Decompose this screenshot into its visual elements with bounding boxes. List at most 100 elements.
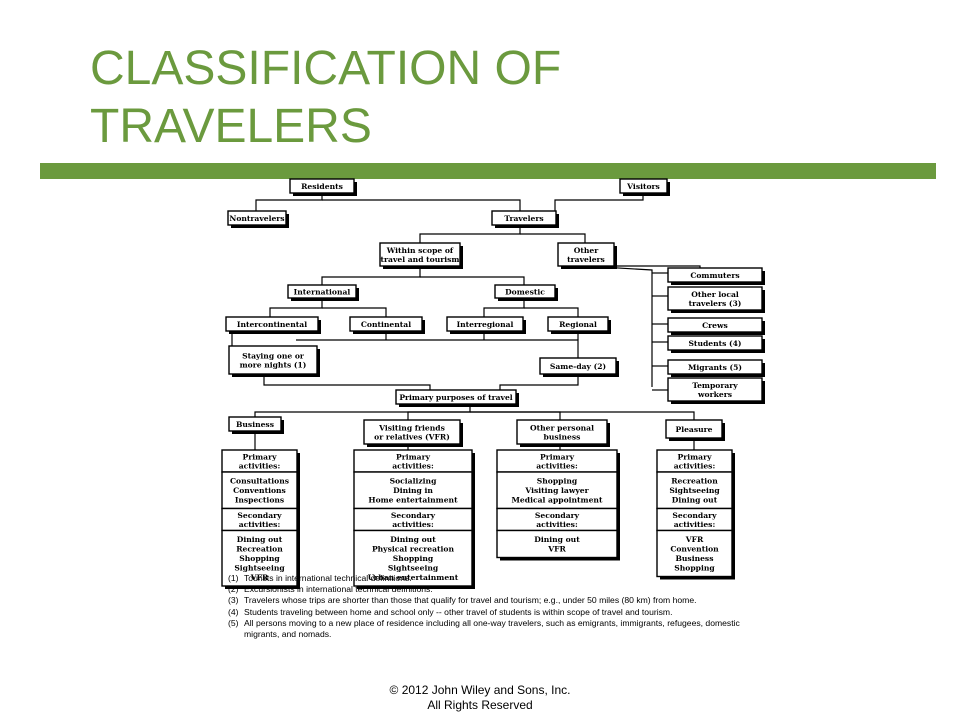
visitors-box-label: Visitors [626,182,660,191]
vfr-secondary-activities-box-label: Urban entertainment [368,573,459,582]
dom-to-interregional [483,298,525,317]
vfr-box-label: or relatives (VFR) [374,432,450,441]
footnote-number: (1) [228,573,239,583]
international-box: International [287,284,359,301]
other-personal-secondary-activities-box-label: VFR [547,545,566,554]
intl-to-intercontinental [269,298,323,317]
vfr-secondary-activities-box-label: Shopping [393,554,434,563]
business-secondary-activities-box-label: Recreation [236,545,283,554]
regional-box: Regional [547,316,611,334]
business-primary-label-box-label: activities: [239,461,281,470]
slide-title-line-1: CLASSIFICATION OF [90,42,562,95]
vfr-box-label: Visiting friends [378,423,445,432]
domestic-box: Domestic [494,284,558,301]
temporary-workers-box-label: Temporary [692,381,738,390]
primary-purposes-box-label: Primary purposes of travel [399,393,512,402]
pleasure-primary-activities-box-label: Dining out [672,496,718,505]
vfr-primary-label-box-label: Primary [396,452,431,461]
other-personal-primary-activities-box-frame [496,471,618,510]
visitors-box-frame [619,178,668,194]
vfr-primary-activities-box-label: Dining in [393,486,433,495]
nontravelers-box-frame [227,210,287,226]
business-secondary-activities-box-label: Shopping [239,554,280,563]
footnote-number: (2) [228,584,239,595]
regional-box-label: Regional [559,320,597,329]
temporary-workers-box-frame [667,377,763,402]
copyright-footer: © 2012 John Wiley and Sons, Inc. All Rig… [380,683,580,713]
other-travelers-box-frame [557,242,615,267]
domestic-box-label: Domestic [505,287,545,296]
interregional-box-frame [446,316,524,332]
other-local-travelers-box-frame [667,286,763,311]
business-activities-column: Primaryactivities:ConsultationsConventio… [221,449,300,589]
business-secondary-activities-box-label: Sightseeing [234,564,285,573]
travelers-to-other [520,233,586,243]
same-day-box: Same-day (2) [539,357,619,377]
staying-line [296,339,579,358]
pleasure-box: Pleasure [665,419,725,441]
commuters-box: Commuters [667,267,765,285]
students-box-label: Students (4) [688,339,741,348]
business-primary-label-box-label: Primary [243,452,278,461]
other-personal-primary-label-box-label: Primary [540,452,575,461]
domestic-box-frame [494,284,556,299]
other-personal-secondary-activities-box-frame [496,529,618,559]
pleasure-box-label: Pleasure [676,425,713,434]
travelers-box-label: Travelers [504,214,543,223]
pleasure-primary-label-box-label: Primary [678,452,713,461]
pleasure-secondary-label-box-label: activities: [674,520,716,529]
intercontinental-box: Intercontinental [225,316,321,334]
footnote-number: (4) [228,606,239,617]
business-secondary-activities-box-frame [221,529,298,587]
other-travelers-box-label: travelers [567,255,605,264]
travelers-box-frame [491,210,557,226]
continental-box-frame [349,316,423,332]
other-local-travelers-box-label: Other local [691,290,739,299]
intercontinental-box-label: Intercontinental [237,320,307,329]
other-personal-primary-activities-box-label: Medical appointment [512,496,603,505]
other-travelers-box-label: Other [574,246,599,255]
staying-box-frame [228,345,318,375]
footnote-text: All persons moving to a new place of res… [244,617,740,640]
within-to-domestic [420,276,525,285]
pleasure-secondary-activities-box-label: Shopping [674,564,715,573]
interregional-box-label: Interregional [457,320,514,329]
other-personal-business-box-label: Other personal [530,423,594,432]
other-personal-primary-activities-box-label: Visiting lawyer [524,486,589,495]
primary-to-other-personal [470,411,561,420]
pleasure-primary-activities-box-label: Sightseeing [669,486,720,495]
business-box-label: Business [236,420,274,429]
pleasure-primary-activities-box-frame [656,471,733,510]
residents-to-travelers [322,199,521,211]
footnote-2: (2) Excursionists in international techni… [228,584,758,595]
pleasure-box-frame [665,419,723,439]
sameday-to-primary [499,374,579,390]
same-day-box-frame [539,357,617,375]
other-personal-secondary-activities-box-label: Dining out [534,535,580,544]
other-personal-secondary-label-box-label: activities: [536,520,578,529]
footnote-text: Excursionists in international technical… [244,584,433,595]
regional-box-frame [547,316,609,332]
vfr-secondary-label-box-label: activities: [392,520,434,529]
visitors-box: Visitors [619,178,670,196]
vfr-primary-activities-box-label: Home entertainment [368,496,458,505]
within-to-international [321,266,421,285]
business-secondary-activities-box-label: VFR [250,573,269,582]
